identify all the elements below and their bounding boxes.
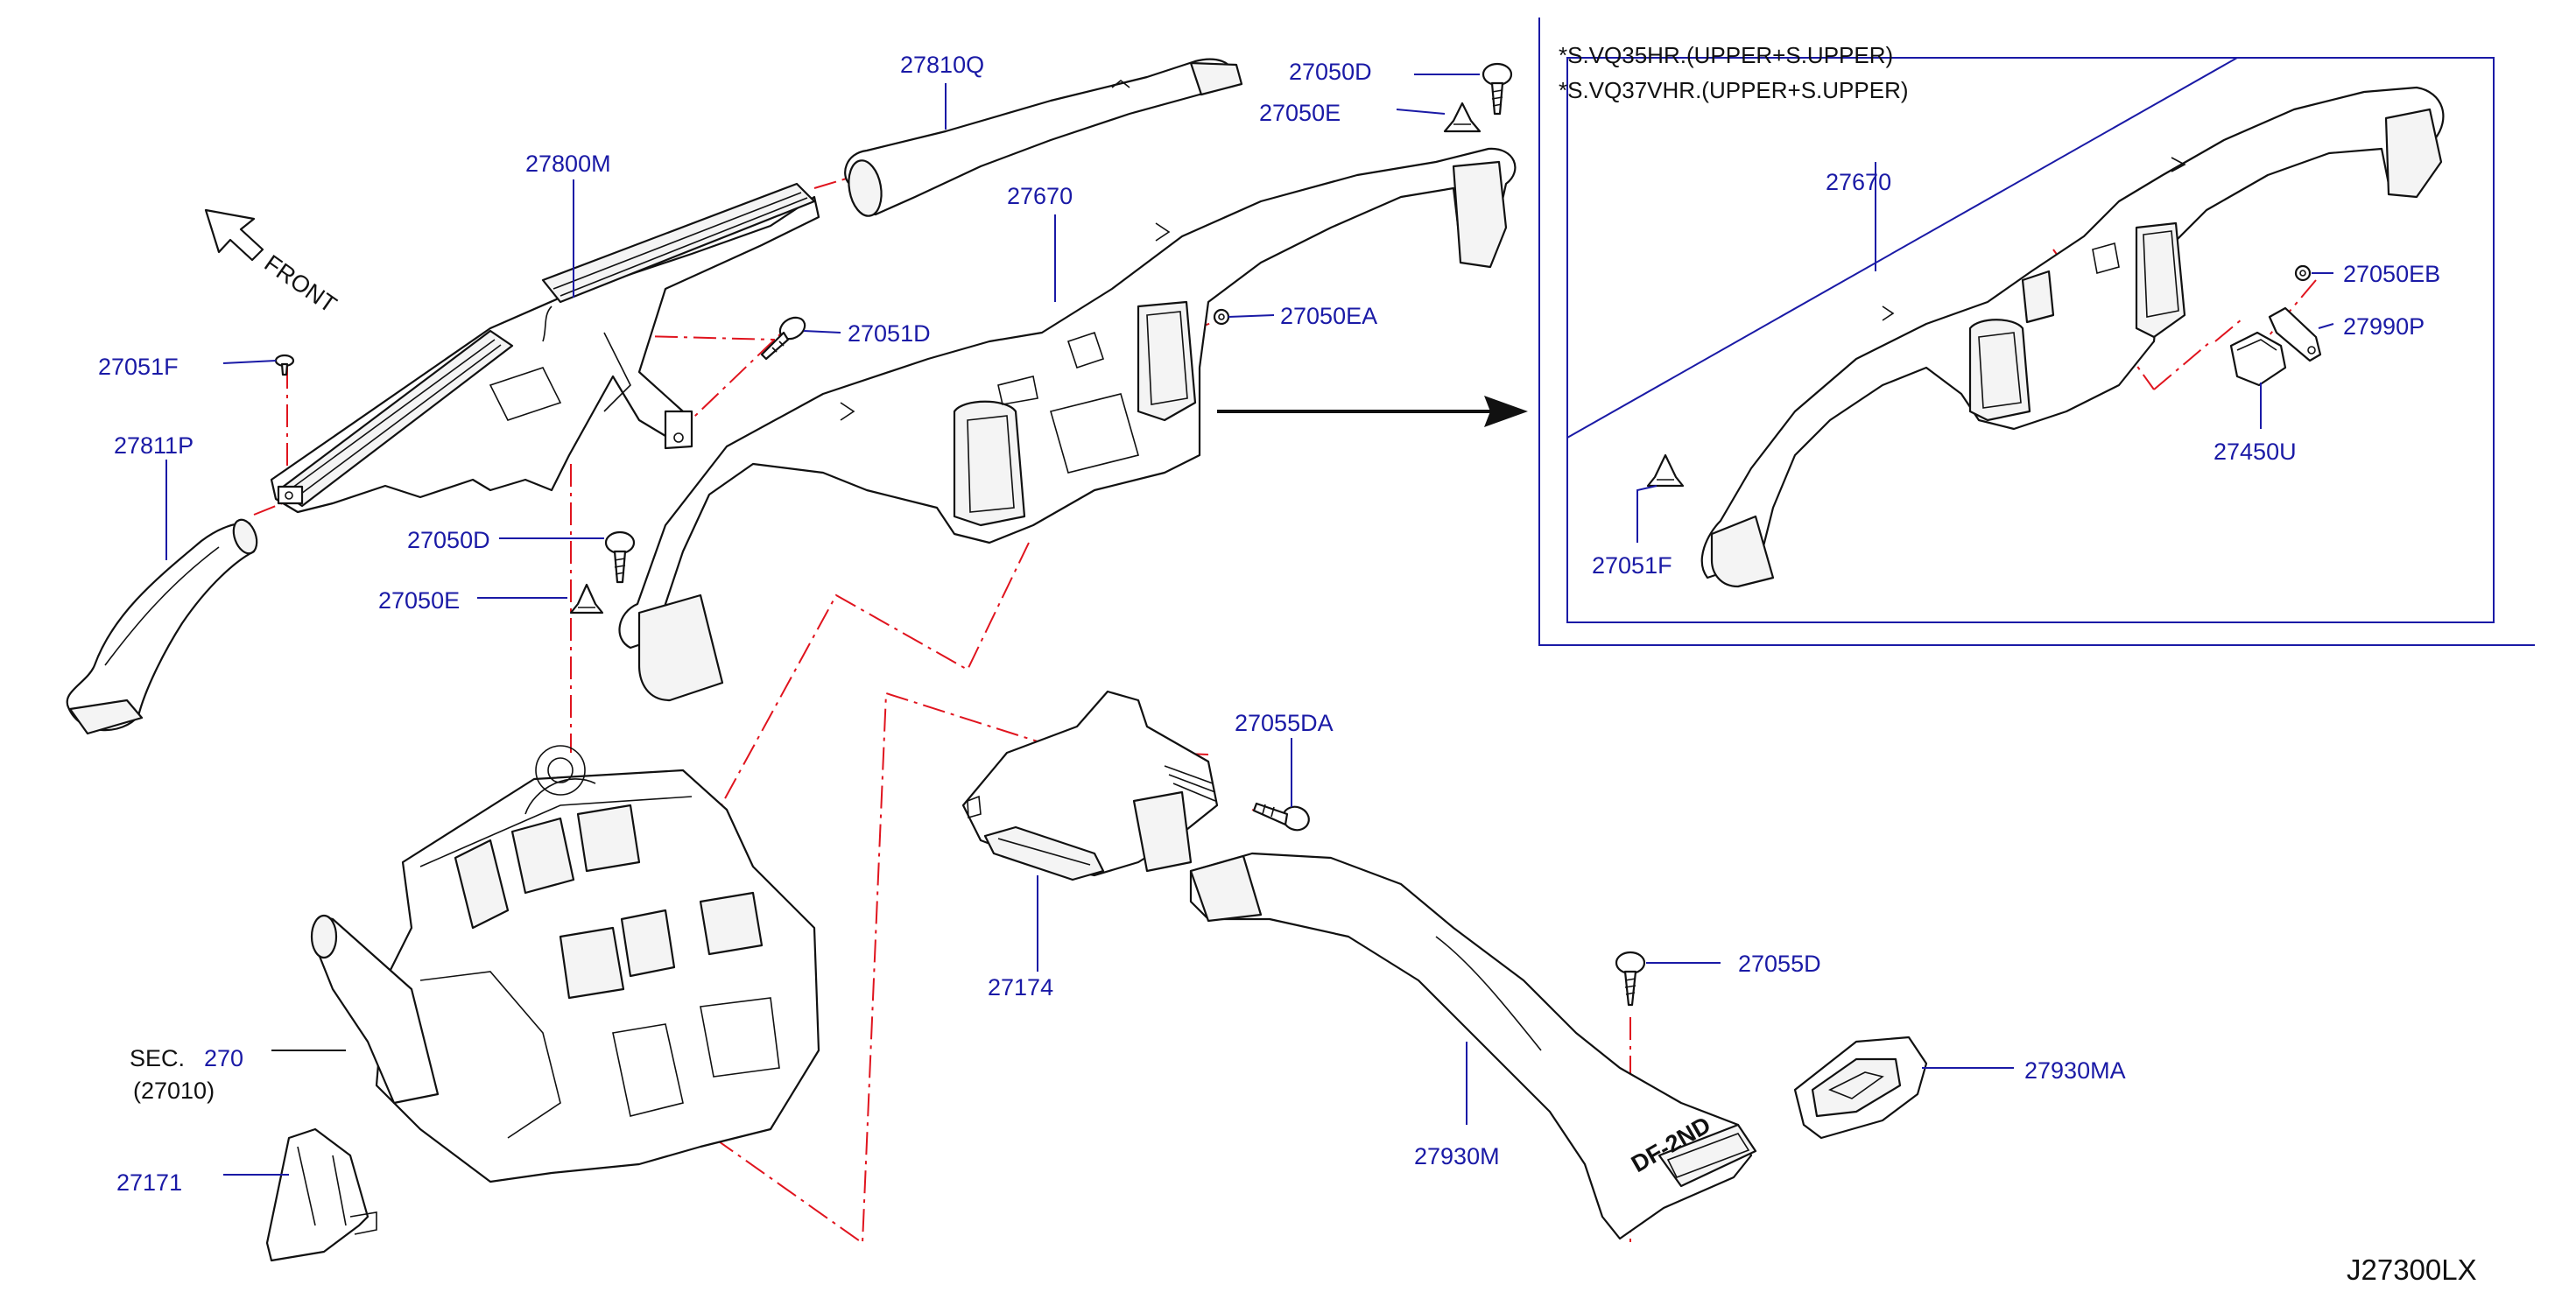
part-heater-unit bbox=[310, 745, 820, 1183]
label-27055D: 27055D bbox=[1738, 951, 1821, 977]
screw-27055DA bbox=[1252, 802, 1310, 832]
reference-arrow bbox=[1217, 396, 1528, 427]
label-27930M: 27930M bbox=[1414, 1143, 1500, 1169]
label-sec-number: 270 bbox=[204, 1045, 243, 1071]
grommet-27050EB bbox=[2294, 264, 2312, 282]
part-27800M-duct bbox=[270, 182, 820, 514]
label-sec-prefix: SEC. bbox=[130, 1045, 185, 1071]
label-27051D: 27051D bbox=[848, 320, 931, 347]
part-27811P-duct bbox=[66, 518, 258, 735]
label-27670-inset: 27670 bbox=[1826, 169, 1891, 195]
part-27810Q-duct bbox=[844, 58, 1243, 217]
inset-lead-line bbox=[1566, 57, 2238, 439]
label-27171: 27171 bbox=[116, 1169, 182, 1196]
clip-27051F-main bbox=[274, 354, 295, 376]
label-27930MA: 27930MA bbox=[2024, 1057, 2126, 1084]
screw-27051D bbox=[760, 316, 806, 361]
part-27171-duct bbox=[265, 1127, 377, 1262]
label-27051F-inset: 27051F bbox=[1592, 552, 1672, 579]
label-27051F-main: 27051F bbox=[98, 354, 179, 380]
note-line-2: *S.VQ37VHR.(UPPER+S.UPPER) bbox=[1559, 77, 1909, 103]
note-line-1: *S.VQ35HR.(UPPER+S.UPPER) bbox=[1559, 42, 1893, 68]
label-27050D-mid: 27050D bbox=[407, 527, 490, 553]
fastener-27050D-top bbox=[1482, 62, 1513, 116]
label-27174: 27174 bbox=[988, 974, 1053, 1001]
label-27990P: 27990P bbox=[2343, 313, 2425, 340]
front-arrow-icon bbox=[204, 208, 264, 262]
inset-part-27990P-bracket bbox=[2268, 306, 2322, 362]
label-27050E-mid: 27050E bbox=[378, 587, 460, 614]
label-27811P: 27811P bbox=[114, 432, 194, 459]
clip-27050E-mid bbox=[569, 583, 604, 614]
leader-lines bbox=[165, 74, 2334, 1176]
applicability-notes: *S.VQ35HR.(UPPER+S.UPPER) *S.VQ37VHR.(UP… bbox=[1559, 42, 1909, 103]
diagram-code: J27300LX bbox=[2347, 1253, 2477, 1286]
inset-outer-frame bbox=[1538, 18, 2535, 646]
label-27050EB: 27050EB bbox=[2343, 261, 2440, 287]
part-labels: 27810Q 27050D 27050E 27800M 27670 27051D… bbox=[98, 52, 2440, 1196]
part-27930MA-outlet bbox=[1793, 1036, 1928, 1140]
label-27450U: 27450U bbox=[2214, 439, 2297, 465]
screw-27055D bbox=[1615, 951, 1646, 1007]
label-27800M: 27800M bbox=[525, 151, 611, 177]
front-label: FRONT bbox=[260, 249, 341, 318]
part-27670-duct bbox=[618, 147, 1517, 702]
front-direction-indicator: FRONT bbox=[204, 208, 341, 318]
label-27670-main: 27670 bbox=[1007, 183, 1073, 209]
inset-panel bbox=[1538, 18, 2535, 646]
clip-27050E-top bbox=[1443, 102, 1482, 133]
label-27055DA: 27055DA bbox=[1235, 710, 1334, 736]
label-sec-ref: (27010) bbox=[133, 1078, 215, 1104]
inset-part-27450U-sensor bbox=[2229, 331, 2287, 387]
label-27050E-top: 27050E bbox=[1259, 100, 1341, 126]
arrow-right-icon bbox=[1484, 396, 1528, 427]
inset-part-27670-duct bbox=[1700, 86, 2445, 588]
label-27050D-top: 27050D bbox=[1289, 59, 1372, 85]
inset-inner-frame bbox=[1566, 57, 2495, 623]
grommet-27050EA bbox=[1213, 308, 1230, 326]
label-27050EA: 27050EA bbox=[1280, 303, 1377, 329]
clip-27051F-inset bbox=[1646, 453, 1685, 488]
label-27810Q: 27810Q bbox=[900, 52, 984, 78]
fastener-27050D-mid bbox=[604, 530, 636, 584]
part-27930M-duct bbox=[1189, 852, 1757, 1240]
part-27174-outlet bbox=[961, 690, 1219, 881]
